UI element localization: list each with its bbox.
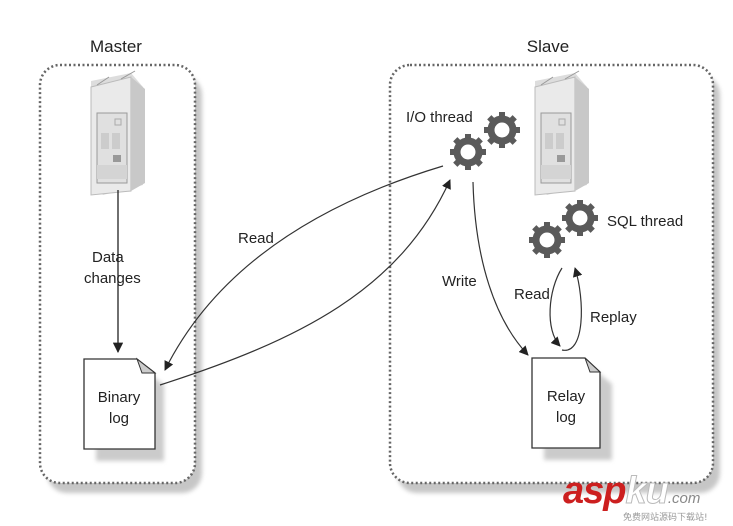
watermark-subtitle: 免费网站源码下载站! xyxy=(623,513,708,523)
data-changes-label-line2: changes xyxy=(84,270,141,287)
watermark: aspku.com 免费网站源码下载站! xyxy=(563,470,708,524)
watermark-domain: .com xyxy=(667,490,701,507)
sql-read-arrow xyxy=(549,267,563,347)
replay-label: Replay xyxy=(590,309,637,326)
read-request-arrow xyxy=(164,165,444,371)
relay-log-document xyxy=(531,357,612,460)
read-response-arrow xyxy=(159,179,451,386)
write-label: Write xyxy=(442,273,477,290)
data-changes-label-line1: Data xyxy=(92,249,124,266)
read-label: Read xyxy=(238,230,274,247)
master-title: Master xyxy=(90,37,142,56)
watermark-brand-white: ku xyxy=(625,470,669,513)
replay-arrow xyxy=(561,267,583,351)
io-thread-label: I/O thread xyxy=(406,109,473,126)
binary-log-document xyxy=(83,357,164,461)
relay-log-label-line2: log xyxy=(556,409,576,426)
watermark-brand-red: asp xyxy=(563,470,626,512)
relay-log-label-line1: Relay xyxy=(547,388,586,405)
sql-read-label: Read xyxy=(514,286,550,303)
master-server-icon xyxy=(90,70,146,196)
binary-log-label-line2: log xyxy=(109,410,129,427)
sql-thread-label: SQL thread xyxy=(607,213,683,230)
slave-title: Slave xyxy=(527,37,570,56)
write-arrow xyxy=(472,181,529,356)
binary-log-label-line1: Binary xyxy=(98,389,141,406)
slave-server-icon xyxy=(534,70,590,196)
